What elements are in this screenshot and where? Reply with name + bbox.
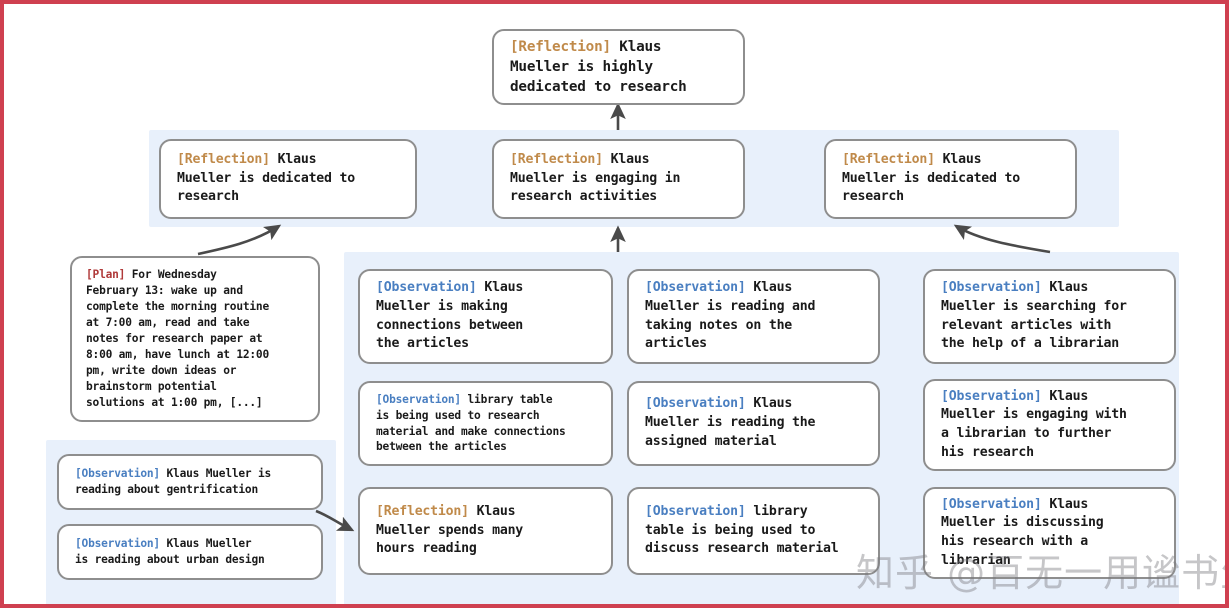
node-col-c-3[interactable]: [Observation] Klaus Mueller is discussin… xyxy=(923,487,1176,579)
node-col-a-1[interactable]: [Observation] Klaus Mueller is making co… xyxy=(358,269,613,364)
node-reflection-1[interactable]: [Reflection] Klaus Mueller is dedicated … xyxy=(159,139,417,219)
node-col-b-2[interactable]: [Observation] Klaus Mueller is reading t… xyxy=(627,381,880,466)
node-col-a-3[interactable]: [Reflection] Klaus Mueller spends many h… xyxy=(358,487,613,575)
node-text: [Observation] Klaus Mueller is discussin… xyxy=(941,496,1104,571)
node-plan[interactable]: [Plan] For Wednesday February 13: wake u… xyxy=(70,256,320,422)
tag-observation: [Observation] xyxy=(376,280,477,296)
node-root-reflection[interactable]: [Reflection] Klaus Mueller is highly ded… xyxy=(492,29,745,105)
tag-reflection: [Reflection] xyxy=(376,503,469,519)
tag-observation: [Observation] xyxy=(645,396,746,412)
node-text: [Observation] Klaus Mueller is making co… xyxy=(376,279,523,354)
node-body: Klaus Mueller is engaging with a librari… xyxy=(941,388,1127,460)
node-body: Klaus Mueller is reading the assigned ma… xyxy=(645,396,816,449)
node-body: Klaus Mueller is dedicated to research xyxy=(177,151,356,205)
tag-reflection: [Reflection] xyxy=(842,151,935,167)
node-text: [Observation] Klaus Mueller is reading t… xyxy=(645,395,815,451)
node-text: [Observation] Klaus Mueller is searching… xyxy=(941,279,1127,354)
node-text: [Observation] Klaus Mueller is reading a… xyxy=(75,536,265,568)
tag-observation: [Observation] xyxy=(376,392,461,406)
node-text: [Reflection] Klaus Mueller spends many h… xyxy=(376,503,523,559)
node-text: [Observation] Klaus Mueller is reading a… xyxy=(75,466,271,498)
node-col-c-1[interactable]: [Observation] Klaus Mueller is searching… xyxy=(923,269,1176,364)
node-text: [Reflection] Klaus Mueller is engaging i… xyxy=(510,151,680,207)
node-text: [Reflection] Klaus Mueller is dedicated … xyxy=(842,151,1020,207)
node-col-b-3[interactable]: [Observation] library table is being use… xyxy=(627,487,880,575)
node-body: For Wednesday February 13: wake up and c… xyxy=(86,268,269,409)
arrow-colc-to-refl-right xyxy=(953,224,1051,254)
tag-observation: [Observation] xyxy=(75,467,160,481)
node-text: [Observation] Klaus Mueller is engaging … xyxy=(941,388,1127,463)
node-body: Klaus Mueller is discussing his research… xyxy=(941,496,1104,568)
tag-observation: [Observation] xyxy=(941,280,1042,296)
arrow-plan-to-refl-left xyxy=(197,224,282,256)
node-body: Klaus Mueller is dedicated to research xyxy=(842,151,1021,205)
tag-observation: [Observation] xyxy=(941,388,1042,404)
node-body: library table is being used to discuss r… xyxy=(645,503,839,557)
node-body: Klaus Mueller is reading about gentrific… xyxy=(75,467,272,496)
tag-observation: [Observation] xyxy=(645,280,746,296)
tag-observation: [Observation] xyxy=(645,503,746,519)
node-left-observation-1[interactable]: [Observation] Klaus Mueller is reading a… xyxy=(57,454,323,510)
node-reflection-2[interactable]: [Reflection] Klaus Mueller is engaging i… xyxy=(492,139,745,219)
node-body: Klaus Mueller is engaging in research ac… xyxy=(510,151,681,205)
tag-observation: [Observation] xyxy=(941,496,1042,512)
node-col-c-2[interactable]: [Observation] Klaus Mueller is engaging … xyxy=(923,379,1176,471)
node-text: [Reflection] Klaus Mueller is dedicated … xyxy=(177,151,355,207)
node-text: [Observation] Klaus Mueller is reading a… xyxy=(645,279,815,354)
node-body: Klaus Mueller is searching for relevant … xyxy=(941,280,1127,352)
watermark: 知乎 @百无一用谧书生 xyxy=(856,551,1229,595)
node-text: [Observation] library table is being use… xyxy=(645,503,839,559)
node-reflection-3[interactable]: [Reflection] Klaus Mueller is dedicated … xyxy=(824,139,1077,219)
node-left-observation-2[interactable]: [Observation] Klaus Mueller is reading a… xyxy=(57,524,323,580)
node-body: Klaus Mueller is making connections betw… xyxy=(376,280,524,352)
tag-plan: [Plan] xyxy=(86,268,126,282)
node-col-b-1[interactable]: [Observation] Klaus Mueller is reading a… xyxy=(627,269,880,364)
tag-reflection: [Reflection] xyxy=(177,151,270,167)
node-body: Klaus Mueller is reading about urban des… xyxy=(75,537,265,566)
tag-observation: [Observation] xyxy=(75,537,160,551)
node-col-a-2[interactable]: [Observation] library table is being use… xyxy=(358,381,613,466)
tag-reflection: [Reflection] xyxy=(510,151,603,167)
node-body: library table is being used to research … xyxy=(376,392,566,454)
node-body: Klaus Mueller is highly dedicated to res… xyxy=(510,38,687,96)
node-body: Klaus Mueller is reading and taking note… xyxy=(645,280,816,352)
node-body: Klaus Mueller spends many hours reading xyxy=(376,503,524,557)
node-text: [Plan] For Wednesday February 13: wake u… xyxy=(86,267,269,410)
tag-reflection: [Reflection] xyxy=(510,38,611,55)
node-text: [Observation] library table is being use… xyxy=(376,392,566,456)
node-text: [Reflection] Klaus Mueller is highly ded… xyxy=(510,37,687,98)
